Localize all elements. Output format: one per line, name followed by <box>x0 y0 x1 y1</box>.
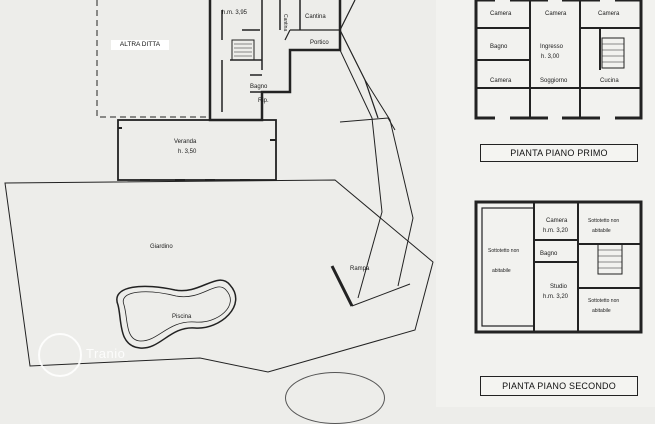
other-owner-boundary <box>96 0 211 118</box>
pool-inner <box>122 286 231 342</box>
driveway-ramp <box>339 49 414 299</box>
sf-sottotetto-tr-2: abitabile <box>592 228 611 234</box>
first-floor-windows <box>495 0 615 120</box>
sf-sottotetto-br-1: Sottotetto non <box>588 298 619 304</box>
first-floor-stair <box>601 37 625 69</box>
first-floor-plan <box>474 0 643 120</box>
sf-sottotetto-tr-1: Sottotetto non <box>588 218 619 224</box>
first-floor-walls <box>476 0 641 118</box>
ff-ingresso: Ingresso <box>540 44 564 50</box>
portico-label: Portico <box>310 40 329 46</box>
veranda-label: Veranda <box>174 139 197 145</box>
ff-bagno: Bagno <box>490 44 508 50</box>
ff-ingresso-height: h. 3,00 <box>541 54 560 60</box>
floor-plan-drawing: h.m. 3,95 Cantina Cantina Portico Bagno … <box>4 0 643 373</box>
rampa-label: Rampa <box>350 266 370 272</box>
sf-studio-height: h.m. 3,20 <box>543 294 569 300</box>
official-stamp-icon <box>285 372 385 424</box>
terrace-line <box>339 117 396 131</box>
sf-camera: Camera <box>546 218 568 224</box>
second-floor-title: PIANTA PIANO SECONDO <box>480 376 638 396</box>
ff-camera-2: Camera <box>545 11 567 17</box>
watermark-text: Tranio <box>86 346 126 361</box>
second-floor-outline <box>474 200 643 334</box>
sf-sottotetto-br-2: abitabile <box>592 308 611 314</box>
bagno-label: Bagno <box>250 84 268 90</box>
sf-sottotetto-left-2: abitabile <box>492 268 511 274</box>
rip-label: Rip. <box>258 98 269 104</box>
pool-outline <box>116 279 237 349</box>
second-floor-stair-treads <box>598 249 622 269</box>
ramp-edge-thick <box>330 265 354 307</box>
ramp-edge <box>351 283 411 307</box>
sf-studio: Studio <box>550 284 568 290</box>
ground-height-label: h.m. 3,95 <box>222 10 248 16</box>
second-floor-stair <box>597 243 623 275</box>
giardino-label: Giardino <box>150 244 173 250</box>
watermark-logo-icon <box>38 333 82 377</box>
ff-camera-4: Camera <box>490 78 512 84</box>
first-floor-title: PIANTA PIANO PRIMO <box>480 144 638 162</box>
sf-camera-height: h.m. 3,20 <box>543 228 569 234</box>
ff-cucina: Cucina <box>600 78 619 84</box>
veranda-windows <box>118 127 276 181</box>
cantina-label-2: Cantina <box>305 14 326 20</box>
cantina-label-1: Cantina <box>282 14 288 31</box>
stair-treads <box>234 43 252 57</box>
veranda-outline <box>117 119 277 181</box>
second-floor-plan <box>474 200 643 334</box>
sf-bagno: Bagno <box>540 251 558 257</box>
other-owner-label: ALTRA DITTA <box>111 40 169 50</box>
veranda-height-label: h. 3,50 <box>178 149 197 155</box>
ff-soggiorno: Soggiorno <box>540 78 568 84</box>
ff-camera-3: Camera <box>598 11 620 17</box>
ground-floor-plan <box>4 0 434 373</box>
ff-camera-1: Camera <box>490 11 512 17</box>
sf-sottotetto-left-1: Sottotetto non <box>488 248 519 254</box>
first-floor-stair-treads <box>602 43 624 63</box>
stair-block <box>231 39 255 61</box>
piscina-label: Piscina <box>172 314 192 320</box>
